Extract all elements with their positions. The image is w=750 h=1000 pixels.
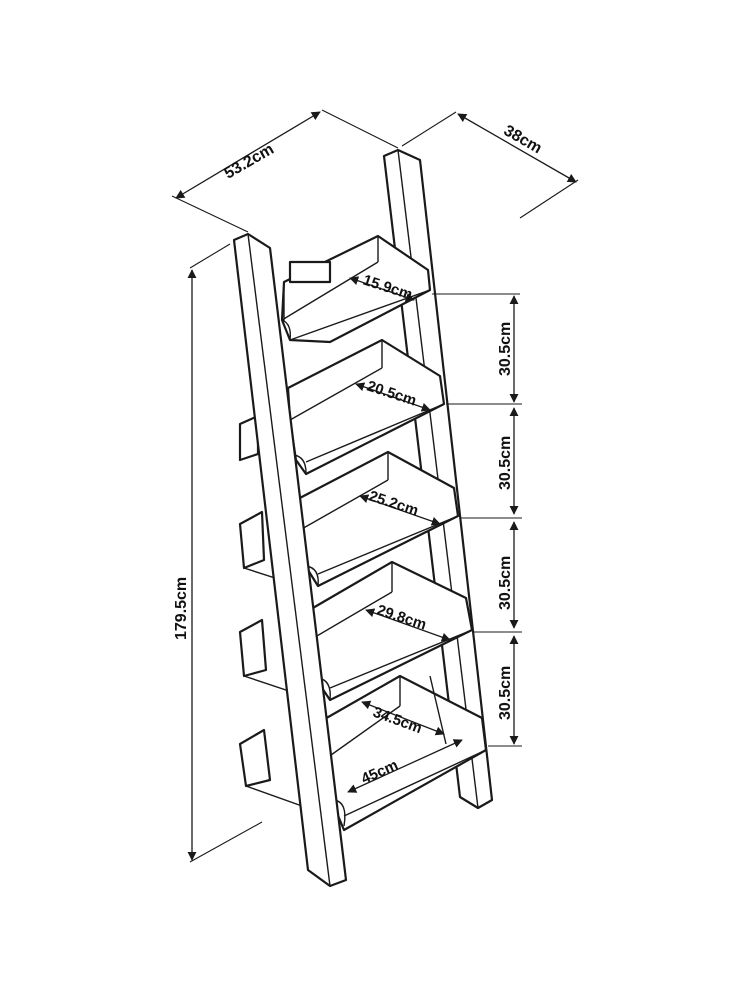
spacing-label-1: 30.5cm bbox=[497, 322, 514, 376]
dimension-shelf-spacing: 30.5cm 30.5cm 30.5cm 30.5cm bbox=[432, 293, 522, 747]
spacing-label-3: 30.5cm bbox=[497, 556, 514, 610]
dimension-overall-width: 53.2cm bbox=[171, 109, 399, 233]
width-label: 53.2cm bbox=[221, 141, 276, 183]
front-rail bbox=[232, 232, 348, 888]
spacing-label-2: 30.5cm bbox=[497, 436, 514, 490]
height-label: 179.5cm bbox=[173, 577, 190, 640]
dimension-overall-height: 179.5cm bbox=[173, 243, 263, 863]
depth-label: 38cm bbox=[501, 122, 545, 157]
dimension-overall-depth: 38cm bbox=[401, 111, 579, 219]
spacing-label-4: 30.5cm bbox=[497, 666, 514, 720]
